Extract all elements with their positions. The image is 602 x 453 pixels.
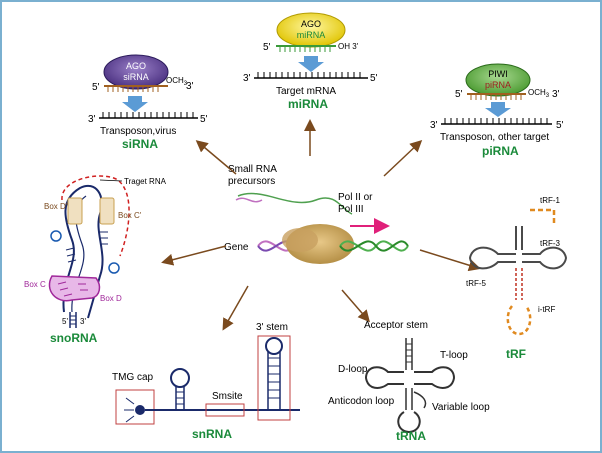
svg-text:5': 5' bbox=[370, 73, 378, 84]
blue-down-arrow bbox=[485, 102, 511, 117]
trf5-arm bbox=[468, 246, 516, 270]
snorna-title: snoRNA bbox=[50, 331, 98, 345]
snrna-panel: TMG cap Smsite 3' stem snRNA bbox=[112, 322, 300, 441]
svg-text:3': 3' bbox=[243, 73, 251, 84]
box-c-d-region bbox=[48, 275, 101, 302]
small-rna-label-2: precursors bbox=[228, 176, 275, 187]
svg-text:3': 3' bbox=[552, 89, 560, 100]
box-c-prime bbox=[99, 197, 115, 225]
trf-title: tRF bbox=[506, 347, 526, 361]
svg-text:5': 5' bbox=[62, 317, 68, 326]
svg-text:OCH3: OCH3 bbox=[166, 76, 188, 87]
piwi-protein bbox=[465, 63, 531, 97]
blue-down-arrow bbox=[122, 96, 148, 112]
svg-text:AGO: AGO bbox=[126, 61, 146, 71]
target-rna-line bbox=[61, 175, 130, 257]
pirna-panel: PIWI piRNA 5' OCH3 3' 3' 5' Transposon, … bbox=[430, 63, 564, 158]
svg-text:Traget RNA: Traget RNA bbox=[124, 177, 167, 186]
snorna-backbone bbox=[62, 185, 104, 319]
pirna-title: piRNA bbox=[482, 144, 519, 158]
trf3-arm bbox=[522, 246, 568, 270]
svg-text:Box C: Box C bbox=[24, 280, 46, 289]
svg-text:Transposon, other target: Transposon, other target bbox=[440, 132, 549, 143]
snrna-title: snRNA bbox=[192, 427, 232, 441]
trf1-fragment bbox=[530, 208, 556, 224]
svg-text:tRF-3: tRF-3 bbox=[540, 239, 561, 248]
center-gene: Small RNA precursors Pol II or Pol III G… bbox=[224, 164, 409, 264]
svg-text:TMG cap: TMG cap bbox=[112, 372, 154, 383]
svg-text:T-loop: T-loop bbox=[440, 350, 468, 361]
pol-label-2: Pol III bbox=[338, 204, 364, 215]
svg-text:D-loop: D-loop bbox=[338, 364, 368, 375]
blue-down-arrow bbox=[298, 56, 324, 72]
svg-text:Variable loop: Variable loop bbox=[432, 402, 490, 413]
svg-text:Smsite: Smsite bbox=[212, 391, 243, 402]
svg-text:tRF-1: tRF-1 bbox=[540, 196, 561, 205]
sirna-panel: AGO siRNA 5' OCH3 3' 3' 5' Transposon,vi… bbox=[88, 54, 208, 151]
svg-text:i-tRF: i-tRF bbox=[538, 305, 555, 314]
svg-text:Transposon,virus: Transposon,virus bbox=[100, 126, 176, 137]
small-rna-label-1: Small RNA bbox=[228, 164, 277, 175]
svg-text:3': 3' bbox=[186, 81, 194, 92]
svg-text:3': 3' bbox=[430, 120, 438, 131]
svg-text:Box D: Box D bbox=[100, 294, 122, 303]
svg-text:tRF-5: tRF-5 bbox=[466, 279, 487, 288]
ago-protein-sirna bbox=[103, 54, 169, 90]
svg-text:Target mRNA: Target mRNA bbox=[276, 86, 336, 97]
svg-text:5': 5' bbox=[263, 42, 271, 53]
svg-text:OCH3: OCH3 bbox=[528, 88, 550, 99]
trna-panel: Acceptor stem D-loop T-loop Anticodon lo… bbox=[328, 320, 490, 443]
svg-text:5': 5' bbox=[200, 114, 208, 125]
pol-label-1: Pol II or bbox=[338, 192, 373, 203]
precursor-strand-green bbox=[237, 192, 353, 215]
gene-label: Gene bbox=[224, 242, 249, 253]
svg-text:siRNA: siRNA bbox=[123, 72, 149, 82]
box-d-prime bbox=[67, 197, 83, 225]
svg-text:Box C': Box C' bbox=[118, 211, 142, 220]
svg-text:miRNA: miRNA bbox=[297, 30, 326, 40]
methyl-icon bbox=[108, 262, 120, 274]
cap-dot bbox=[135, 405, 145, 415]
svg-text:AGO: AGO bbox=[301, 19, 321, 29]
svg-text:3' stem: 3' stem bbox=[256, 322, 288, 333]
sirna-title: siRNA bbox=[122, 137, 158, 151]
precursor-strand-pink bbox=[235, 197, 263, 203]
pathway-arrows bbox=[161, 119, 481, 331]
svg-text:PIWI: PIWI bbox=[488, 69, 508, 79]
svg-text:piRNA: piRNA bbox=[485, 80, 511, 90]
tmg-cap-box bbox=[115, 389, 155, 425]
svg-text:3': 3' bbox=[88, 114, 96, 125]
smsite-box bbox=[205, 403, 245, 417]
snorna-panel: Traget RNA Box D' Box C' Box C Box D 5' … bbox=[24, 175, 167, 345]
stem-box bbox=[257, 335, 291, 421]
svg-text:Box D': Box D' bbox=[44, 202, 68, 211]
svg-text:5': 5' bbox=[92, 82, 100, 93]
svg-text:3': 3' bbox=[80, 317, 86, 326]
mirna-panel: AGO miRNA 5' OH 3' 3' 5' Target mRNA miR… bbox=[243, 12, 378, 111]
trf-panel: tRF-1 tRF-3 tRF-5 i-tRF tRF bbox=[466, 196, 568, 361]
svg-text:OH 3': OH 3' bbox=[338, 42, 359, 51]
mirna-title: miRNA bbox=[288, 97, 328, 111]
svg-text:5': 5' bbox=[455, 89, 463, 100]
svg-text:Acceptor stem: Acceptor stem bbox=[364, 320, 428, 331]
svg-text:Anticodon loop: Anticodon loop bbox=[328, 396, 395, 407]
methyl-icon bbox=[50, 230, 62, 242]
trna-title: tRNA bbox=[396, 429, 426, 443]
itrf-fragment bbox=[515, 268, 523, 300]
svg-text:5': 5' bbox=[556, 120, 564, 131]
